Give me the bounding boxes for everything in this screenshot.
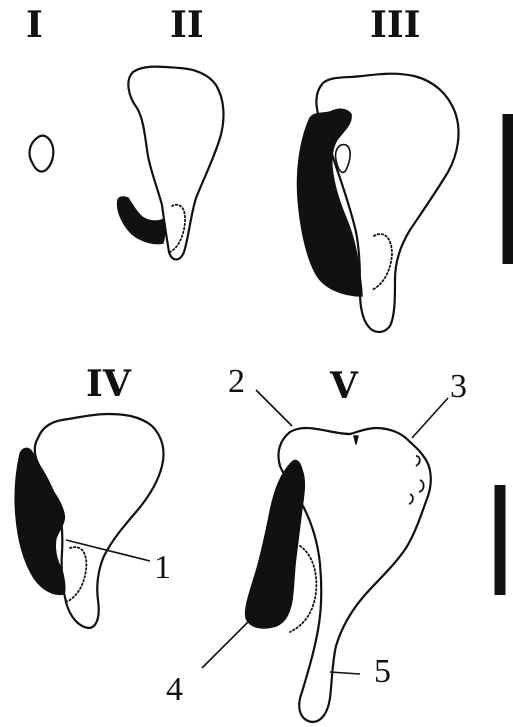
- leader-line-5: [330, 672, 360, 674]
- leader-line-4: [202, 618, 252, 668]
- stage-label-iii: III: [370, 4, 421, 46]
- stage-label-iv: IV: [86, 363, 132, 405]
- stage-iv-outline: [15, 414, 163, 628]
- callout-label-3: 3: [450, 368, 467, 405]
- callout-label-4: 4: [166, 671, 183, 708]
- callout-label-1: 1: [154, 549, 171, 586]
- leader-line-3: [412, 398, 448, 438]
- stage-v-outline: [246, 428, 431, 722]
- stage-label-v: V: [329, 365, 359, 407]
- stage-label-i: I: [26, 4, 43, 46]
- callout-label-5: 5: [374, 653, 391, 690]
- callout-label-2: 2: [228, 363, 245, 400]
- stage-ii-outline: [118, 67, 224, 260]
- stage-label-ii: II: [170, 4, 204, 46]
- leader-line-2: [256, 390, 292, 426]
- stage-i-outline: [30, 136, 54, 172]
- stage-iii-outline: [298, 74, 459, 332]
